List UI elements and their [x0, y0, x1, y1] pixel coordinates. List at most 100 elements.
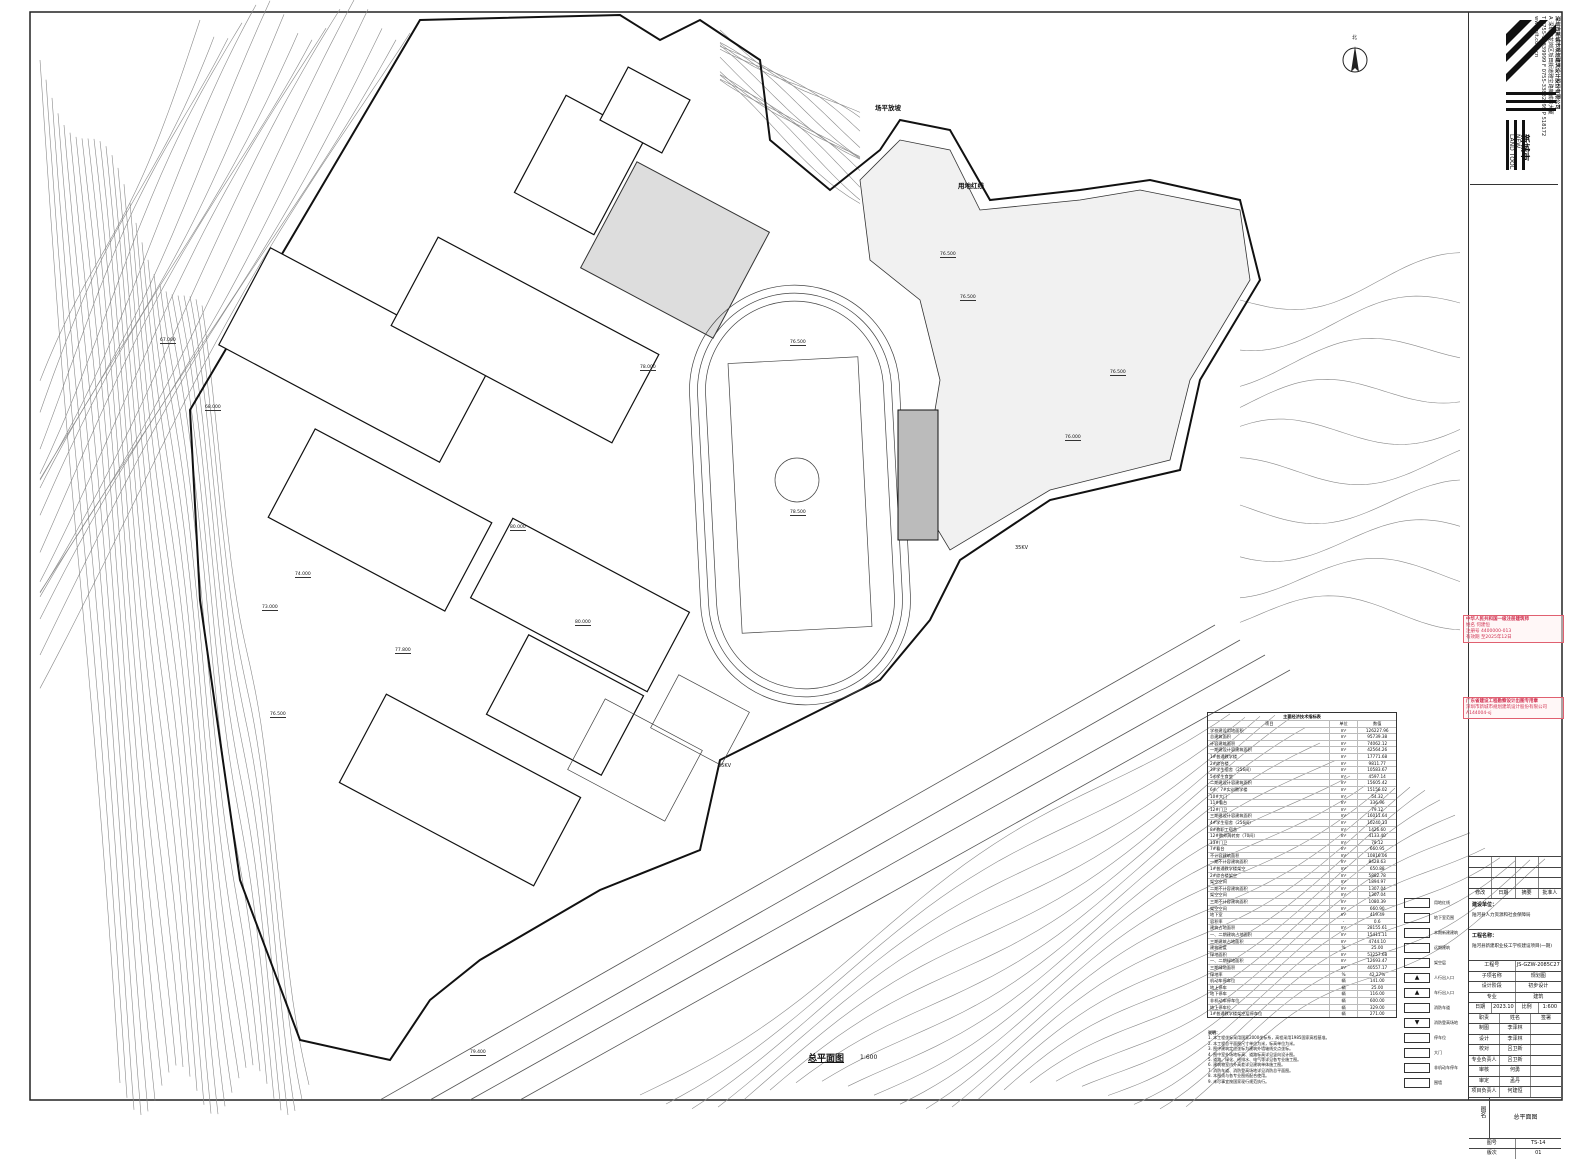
signature — [1530, 1066, 1561, 1076]
gate-icon — [1404, 1047, 1430, 1058]
row-value: 271.00 — [1357, 1011, 1396, 1017]
north-arrow-icon — [1342, 46, 1368, 73]
row-value: 141.00 — [1357, 978, 1396, 984]
row-unit: 辆 — [1328, 997, 1358, 1004]
staff-role: 审核 — [1478, 1067, 1489, 1073]
row-item: 5#学生食堂 — [1210, 773, 1233, 779]
row-item: 3#学生宿舍（256间） — [1210, 767, 1254, 773]
qualification-stamp: 广东省建设工程勘察设计出图专用章 深圳市新城市规划建筑设计股份有限公司 A144… — [1463, 697, 1564, 719]
elevation-mark: 80.000 — [510, 525, 526, 531]
table-header: 项目 单位 数值 — [1208, 720, 1396, 727]
row-value: 28155.61 — [1357, 925, 1396, 931]
row-unit: m² — [1328, 773, 1358, 780]
cell — [1537, 878, 1561, 888]
row-unit: m² — [1328, 826, 1358, 833]
row-value: 600.00 — [1357, 997, 1396, 1004]
project-label: 工程名称： — [1472, 933, 1498, 939]
row-item: 2#综合楼架空 — [1210, 872, 1238, 878]
building-complex — [267, 428, 493, 612]
contour-line — [899, 788, 1381, 1105]
client-label: 建设单位： — [1472, 902, 1498, 908]
contour-line — [69, 132, 156, 1101]
contour-line — [1107, 857, 1501, 1096]
row-unit: m² — [1328, 767, 1358, 773]
contour-line — [1239, 295, 1461, 352]
row-value: 40557.17 — [1357, 964, 1396, 971]
revision-header: 日期 — [1491, 888, 1514, 898]
row-item: 6#、7#实训教学楼 — [1210, 786, 1248, 792]
row-unit: - — [1328, 918, 1358, 925]
contour-line — [951, 786, 1411, 1108]
row-value: 5882.78 — [1357, 872, 1396, 879]
new-building-icon — [1404, 927, 1430, 938]
row-item: 容积率 — [1210, 918, 1223, 924]
legend-label: 消防车道 — [1434, 1004, 1450, 1010]
building-gate-block — [599, 66, 691, 154]
contour-line — [87, 138, 177, 1066]
contour-line — [1239, 252, 1461, 310]
contour-line — [39, 4, 257, 481]
staff-role: 专业负责人 — [1471, 1056, 1497, 1063]
elevation-mark: 77.800 — [395, 648, 411, 654]
notes: 说明： 1. 本工程坐标采用国家2000坐标系，高程采用1985国家高程基准。2… — [1208, 1030, 1398, 1084]
row-unit: m² — [1328, 753, 1358, 760]
field-row: 设计阶段初步设计 — [1469, 981, 1561, 992]
row-item: 12#教师周转房（70间） — [1210, 833, 1258, 839]
staff-name: 孟丹 — [1499, 1076, 1530, 1086]
contour-line — [873, 785, 1366, 1096]
row-item: 地上停车 — [1210, 984, 1227, 990]
staff-role: 审定 — [1478, 1077, 1489, 1084]
signature — [1530, 1034, 1561, 1044]
row-value: 9811.77 — [1357, 760, 1396, 767]
revision-header-row: 修改日期摘要批准人 — [1469, 887, 1561, 898]
company-address: A 深圳市龙岗区坂田街道雅宝路新城市大厦 — [1547, 16, 1553, 115]
title-block-fields: 修改日期摘要批准人建设单位：陆河县人力资源和社会保障局工程名称： 陆河县新建职业技… — [1469, 856, 1561, 1159]
row-value: 4133.40 — [1357, 833, 1396, 839]
contour-line — [719, 79, 861, 171]
table-row: 容积率-0.6 — [1208, 917, 1396, 925]
row-unit: m² — [1328, 892, 1358, 899]
qual-stamp-title: 广东省建设工程勘察设计出图专用章 — [1466, 699, 1538, 704]
cell — [1514, 878, 1538, 888]
contour-line — [719, 46, 861, 148]
site-red-line — [188, 13, 1262, 1062]
client: 建设单位：陆河县人力资源和社会保障局 — [1469, 898, 1561, 929]
cell — [1537, 867, 1561, 877]
contour-line — [719, 29, 861, 113]
row-item: 三期建筑占地面积 — [1210, 938, 1244, 944]
table-title: 主要经济技术指标表 — [1283, 714, 1321, 719]
row-item: 架空空间 — [1210, 905, 1227, 911]
row-unit: m² — [1328, 760, 1358, 767]
stamp-reg-no: 4400000-013 — [1480, 629, 1512, 634]
fill-zone — [859, 139, 1251, 551]
signature — [1530, 1087, 1561, 1097]
staff-name: 李泽林 — [1499, 1024, 1530, 1034]
contour-line — [717, 714, 1276, 1108]
staff-role: 设计 — [1478, 1035, 1489, 1042]
drawing-title: 总平面图 — [808, 1054, 845, 1064]
cell — [1537, 857, 1561, 867]
legend-item: 地下室范围 — [1404, 910, 1464, 925]
project-value: 陆河县新建职业技工学校建设项目(一期) — [1472, 944, 1553, 949]
signature — [1530, 1045, 1561, 1055]
row-value: 79.12 — [1357, 806, 1396, 813]
row-unit: m² — [1328, 912, 1358, 918]
contour-line — [39, 28, 327, 582]
